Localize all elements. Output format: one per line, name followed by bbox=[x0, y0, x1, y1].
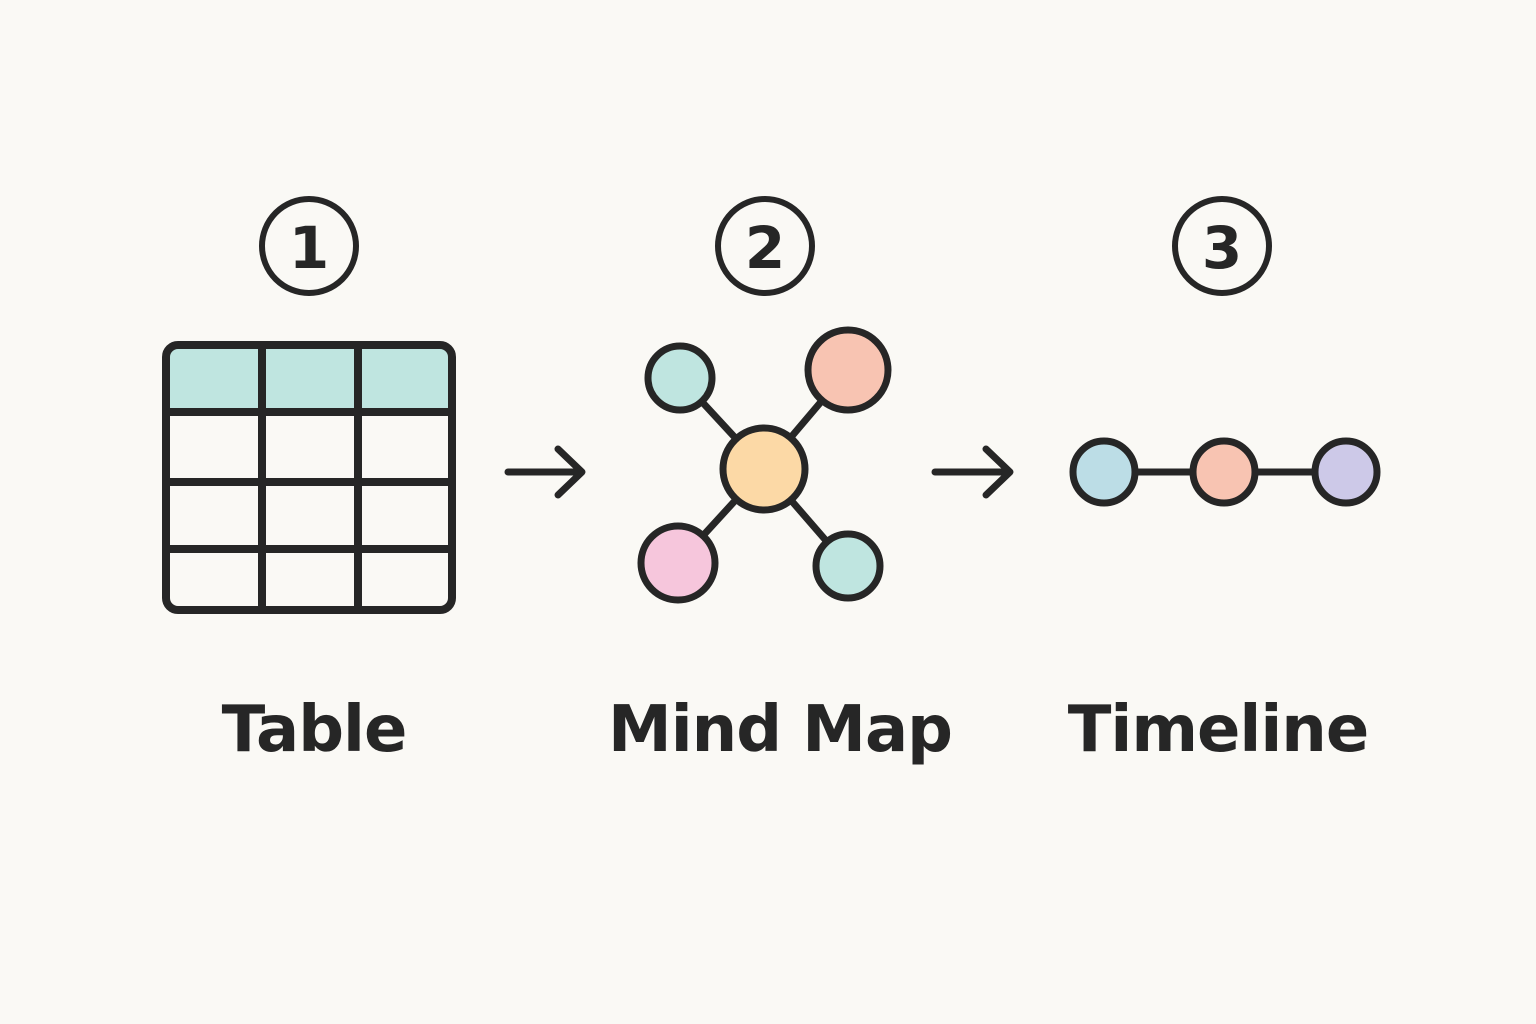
timeline-node-2 bbox=[1189, 437, 1259, 507]
step-number-2: 2 bbox=[745, 214, 785, 282]
step-label-table: Table bbox=[221, 693, 408, 767]
step-number-3: 3 bbox=[1202, 214, 1242, 282]
timeline-node-1 bbox=[1069, 437, 1139, 507]
timeline-icon bbox=[1069, 437, 1381, 507]
step-badge-1: 1 bbox=[259, 196, 359, 296]
step-number-1: 1 bbox=[289, 214, 329, 282]
table-icon bbox=[162, 341, 456, 614]
step-label-mind-map: Mind Map bbox=[608, 693, 953, 767]
arrow-right-icon bbox=[931, 445, 1014, 499]
mind-map-icon bbox=[637, 326, 892, 604]
mind-map-node-top-left bbox=[644, 342, 716, 414]
step-badge-3: 3 bbox=[1172, 196, 1272, 296]
step-badge-2: 2 bbox=[715, 196, 815, 296]
mind-map-node-bottom-right bbox=[812, 530, 884, 602]
mind-map-node-top-right bbox=[804, 326, 892, 414]
step-label-timeline: Timeline bbox=[1067, 693, 1370, 767]
mind-map-node-bottom-left bbox=[637, 522, 719, 604]
arrow-right-icon bbox=[504, 445, 586, 499]
mind-map-node-center bbox=[719, 424, 809, 514]
timeline-node-3 bbox=[1311, 437, 1381, 507]
